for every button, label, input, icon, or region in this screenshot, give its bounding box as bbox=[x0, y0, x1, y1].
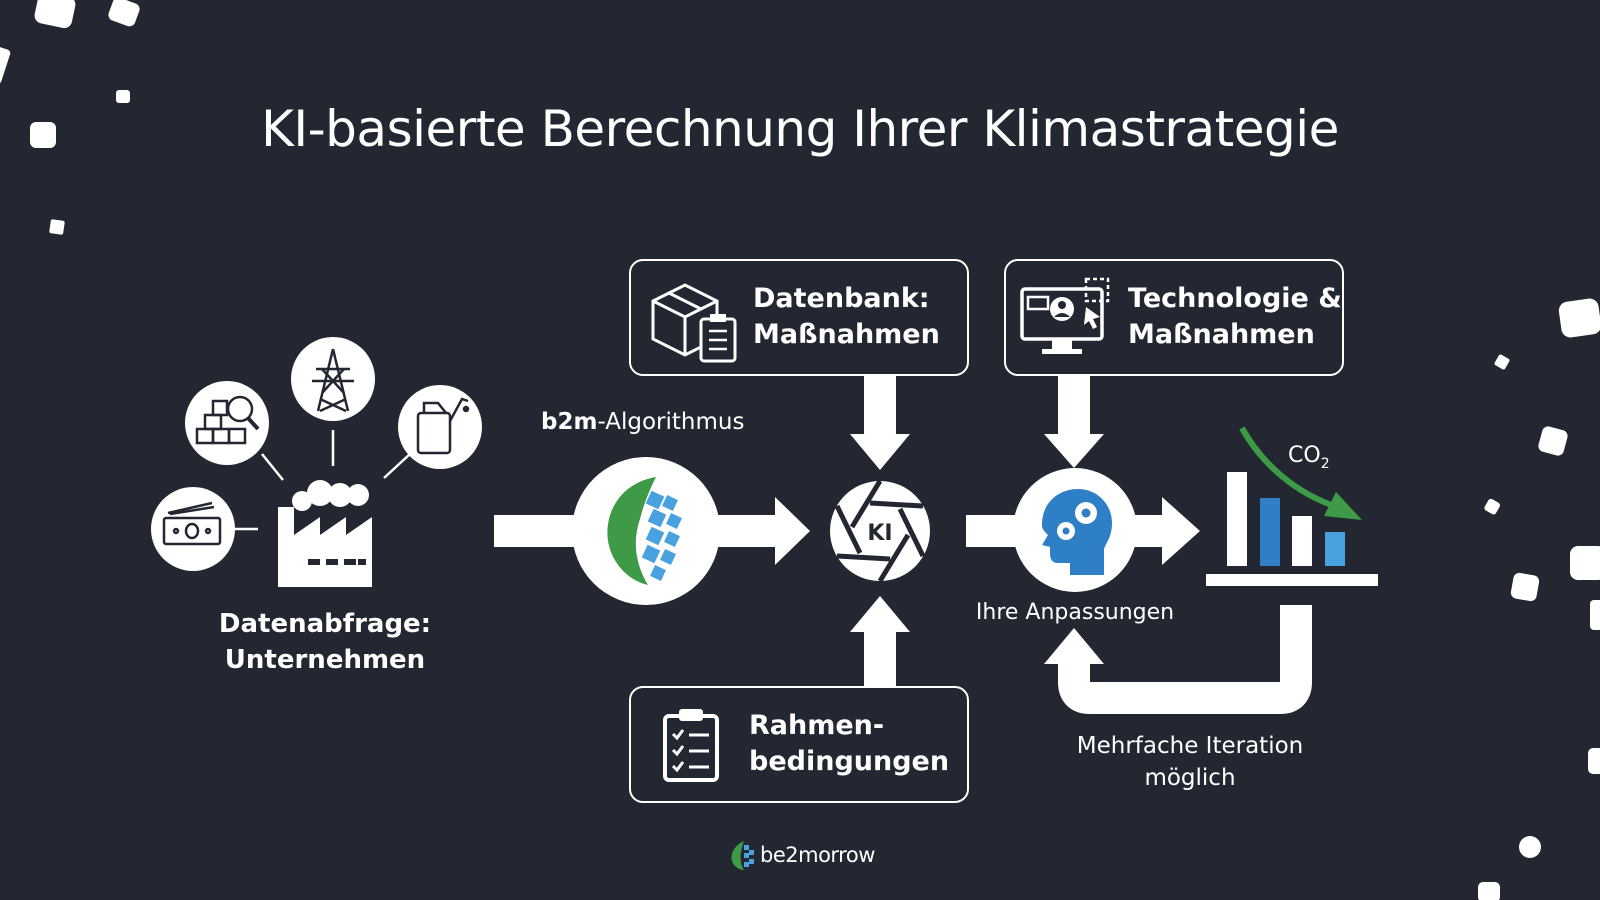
database-box-label: Datenbank: Maßnahmen bbox=[753, 281, 940, 353]
technology-box: Technologie & Maßnahmen bbox=[1004, 259, 1344, 376]
algorithm-label-rest: -Algorithmus bbox=[597, 409, 745, 435]
arrow-into-algorithm bbox=[494, 515, 574, 547]
constraints-box-label: Rahmen- bedingungen bbox=[749, 708, 949, 780]
adjustments-node bbox=[1013, 468, 1137, 592]
algorithm-label-brand: b2m bbox=[541, 409, 598, 435]
iteration-label-line2: möglich bbox=[1144, 765, 1236, 791]
constraints-box: Rahmen- bedingungen bbox=[629, 686, 969, 803]
power-tower-icon bbox=[291, 337, 375, 421]
leaf-icon bbox=[607, 477, 656, 585]
arrow-technology-down-shaft bbox=[1058, 376, 1090, 438]
brand-leaf-icon bbox=[731, 841, 754, 870]
footer-logo: be2morrow bbox=[730, 838, 875, 872]
database-box-line1: Datenbank: bbox=[753, 283, 930, 314]
data-source-cluster bbox=[151, 337, 482, 587]
technology-box-line2: Maßnahmen bbox=[1128, 319, 1315, 350]
iteration-loop-arrow bbox=[1058, 605, 1312, 714]
co2-reduction-chart: CO2 bbox=[1206, 426, 1378, 586]
arrow-technology-down-head bbox=[1044, 434, 1104, 468]
ki-label: KI bbox=[867, 521, 892, 546]
arrow-constraints-up-head bbox=[850, 596, 910, 632]
data-source-caption: Datenabfrage: Unternehmen bbox=[190, 606, 460, 678]
warehouse-search-icon bbox=[185, 381, 269, 465]
database-box: Datenbank: Maßnahmen bbox=[629, 259, 969, 376]
adjustments-label: Ihre Anpassungen bbox=[975, 600, 1175, 625]
footer-brand-text: be2morrow bbox=[760, 843, 875, 867]
data-source-caption-line2: Unternehmen bbox=[224, 645, 426, 675]
co2-label: CO2 bbox=[1288, 443, 1330, 472]
arrow-database-down-shaft bbox=[864, 376, 896, 438]
arrow-adjustments-to-result-head bbox=[1162, 497, 1200, 565]
database-box-line2: Maßnahmen bbox=[753, 319, 940, 350]
technology-box-label: Technologie & Maßnahmen bbox=[1128, 281, 1342, 353]
technology-box-line1: Technologie & bbox=[1128, 283, 1342, 314]
arrow-algorithm-to-ki-head bbox=[775, 497, 810, 565]
arrow-database-down-head bbox=[850, 434, 910, 470]
iteration-label: Mehrfache Iteration möglich bbox=[1050, 730, 1330, 794]
arrow-constraints-up-shaft bbox=[864, 628, 896, 688]
package-checklist-icon bbox=[651, 283, 737, 363]
fuel-canister-icon bbox=[398, 385, 482, 469]
constraints-box-line1: Rahmen- bbox=[749, 710, 885, 741]
money-icon bbox=[151, 487, 235, 571]
constraints-box-line2: bedingungen bbox=[749, 746, 950, 777]
iteration-loop-arrowhead bbox=[1044, 628, 1104, 664]
monitor-user-icon bbox=[1020, 277, 1110, 354]
iteration-label-line1: Mehrfache Iteration bbox=[1076, 733, 1304, 759]
factory-icon bbox=[278, 480, 372, 587]
algorithm-logo bbox=[572, 457, 720, 605]
page-title: KI-basierte Berechnung Ihrer Klimastrate… bbox=[261, 100, 1339, 158]
algorithm-label: b2m-Algorithmus bbox=[541, 409, 744, 435]
checklist-icon bbox=[663, 709, 719, 782]
ki-node: KI bbox=[830, 481, 930, 581]
data-source-caption-line1: Datenabfrage: bbox=[218, 609, 432, 639]
arrow-ki-to-adjustments bbox=[966, 515, 1016, 547]
